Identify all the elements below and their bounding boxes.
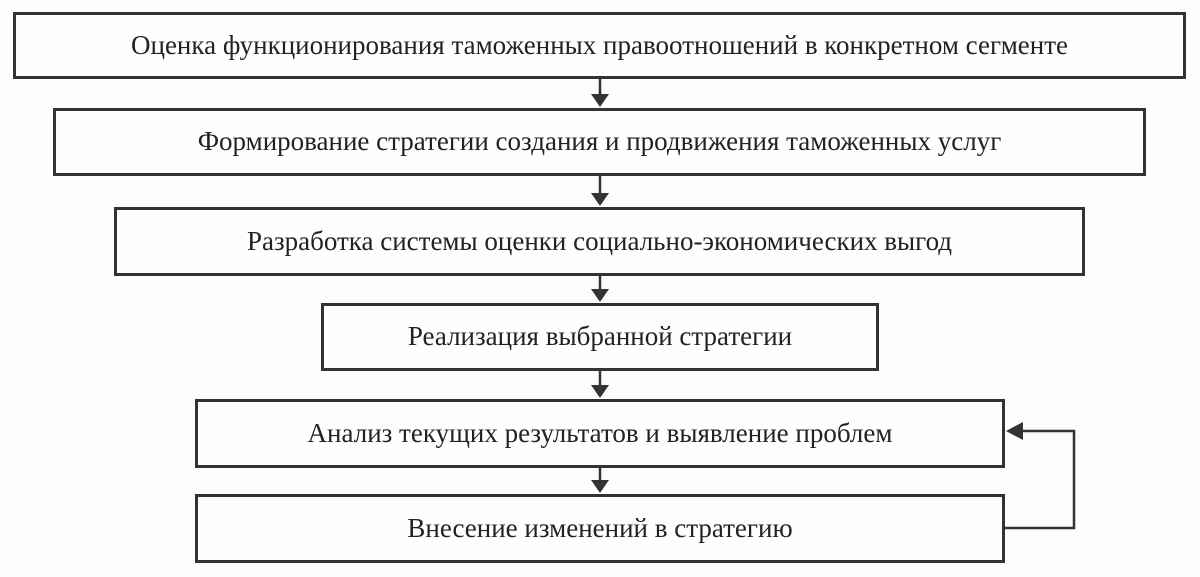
flow-step-5: Анализ текущих результатов и выявление п… (195, 399, 1005, 468)
flow-step-2-label: Формирование стратегии создания и продви… (197, 126, 1002, 157)
flow-step-1-label: Оценка функционирования таможенных право… (131, 29, 1068, 60)
arrow-down-icon (591, 176, 609, 206)
flow-step-5-label: Анализ текущих результатов и выявление п… (307, 417, 893, 448)
flow-step-4-label: Реализация выбранной стратегии (407, 321, 793, 352)
flow-step-6: Внесение изменений в стратегию (195, 494, 1005, 563)
flow-step-3: Разработка системы оценки социально-экон… (114, 207, 1085, 276)
flow-step-4: Реализация выбранной стратегии (321, 303, 879, 371)
flow-step-1: Оценка функционирования таможенных право… (13, 12, 1186, 79)
arrow-down-icon (591, 276, 609, 302)
arrow-down-icon (591, 468, 609, 493)
arrow-down-icon (591, 371, 609, 398)
flow-step-3-label: Разработка системы оценки социально-экон… (246, 225, 953, 256)
flow-step-6-label: Внесение изменений в стратегию (407, 512, 793, 543)
feedback-arrow-icon (1005, 422, 1076, 530)
flow-step-2: Формирование стратегии создания и продви… (53, 108, 1146, 176)
arrow-down-icon (591, 79, 609, 107)
